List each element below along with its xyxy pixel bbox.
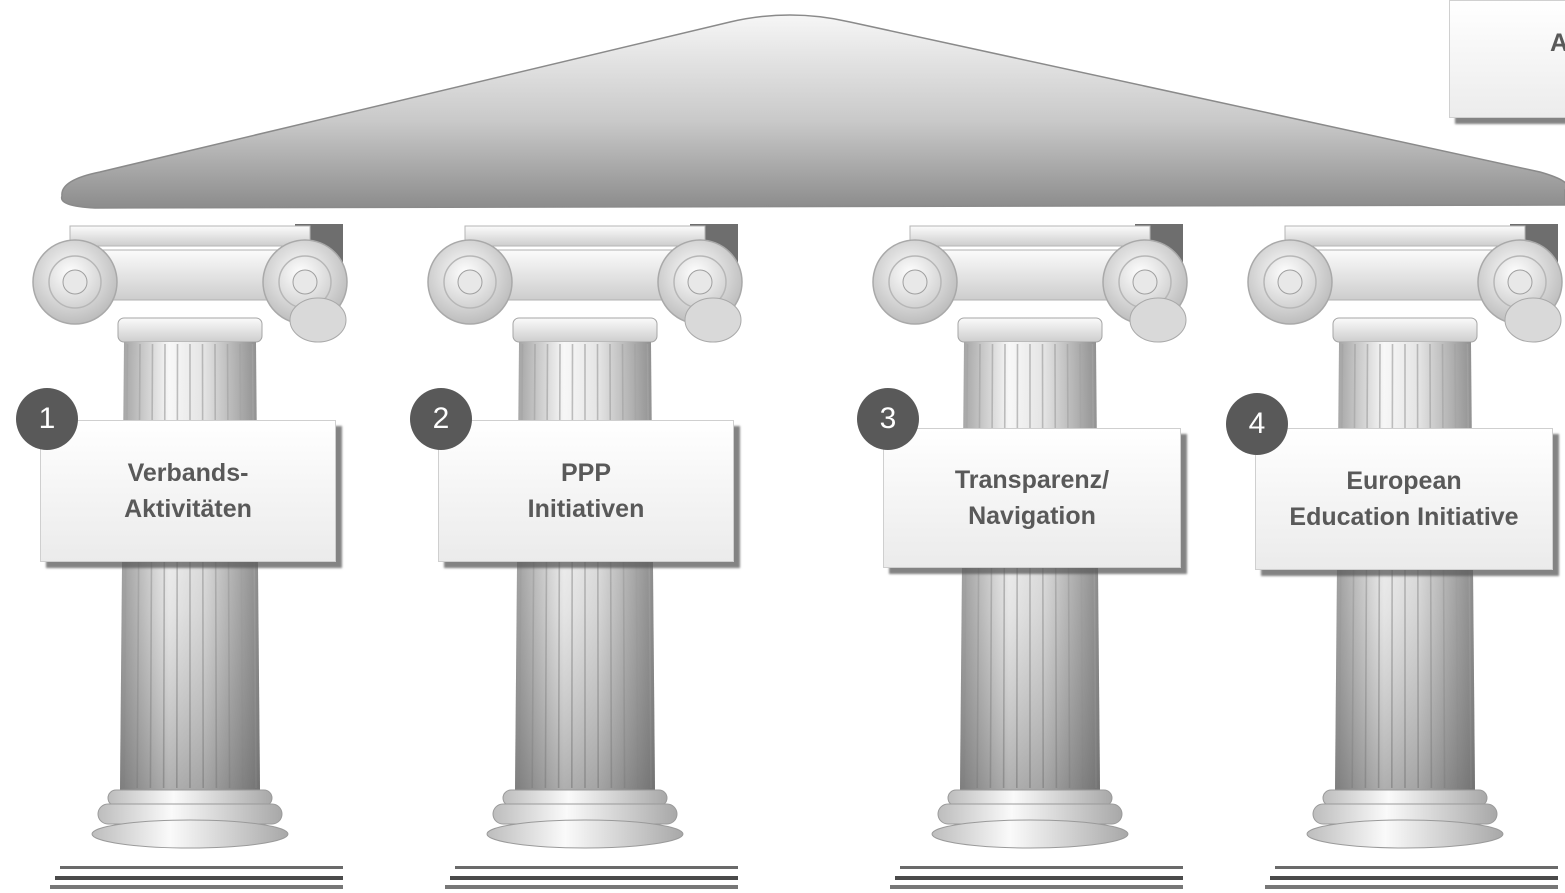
pillar-label-text: Verbands- Aktivitäten — [124, 459, 252, 523]
partial-top-right-box: A — [1449, 0, 1565, 118]
pillar-label-text: Transparenz/ Navigation — [954, 466, 1110, 530]
pillar-label-1: Verbands- Aktivitäten — [40, 420, 336, 562]
pillar-label-4: European Education Initiative — [1255, 428, 1553, 570]
pillar-label-3: Transparenz/ Navigation — [883, 428, 1181, 568]
pillar-label-text: PPP Initiativen — [527, 459, 645, 523]
pillar-label-2: PPP Initiativen — [438, 420, 734, 562]
partial-box-text: A — [1550, 29, 1565, 57]
pillar-number-badge-3: 3 — [857, 388, 919, 450]
roof-pediment — [60, 14, 1565, 209]
pillar-number-badge-4: 4 — [1226, 393, 1288, 455]
pillar-number-badge-1: 1 — [16, 388, 78, 450]
pillar-label-text: European Education Initiative — [1289, 467, 1519, 531]
pillar-number-badge-2: 2 — [410, 388, 472, 450]
